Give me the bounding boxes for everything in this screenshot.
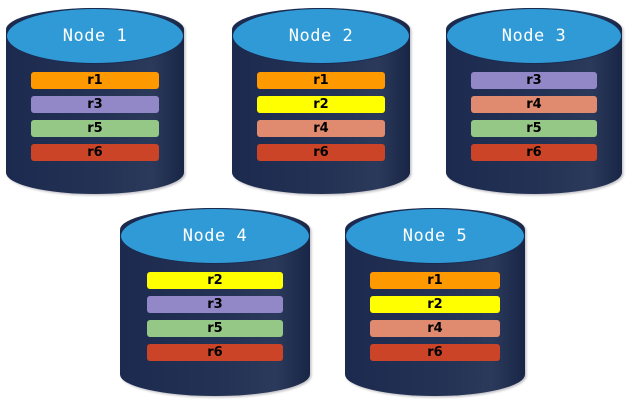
- replica-bar-list: r2 r3 r5 r6: [120, 272, 310, 361]
- node-cylinder-4[interactable]: Node 4 r2 r3 r5 r6: [120, 208, 310, 396]
- replica-bar[interactable]: r2: [256, 96, 386, 113]
- replica-bar-label: r6: [87, 145, 103, 160]
- node-label: Node 2: [288, 26, 354, 46]
- node-cylinder-2[interactable]: Node 2 r1 r2 r4 r6: [232, 8, 410, 194]
- replica-bar-label: r3: [526, 73, 542, 88]
- replica-bar-list: r3 r4 r5 r6: [446, 72, 622, 161]
- node-top-ellipse: Node 4: [120, 208, 310, 264]
- replica-bar-list: r1 r3 r5 r6: [6, 72, 184, 161]
- replica-bar[interactable]: r4: [256, 120, 386, 137]
- replica-bar-label: r2: [427, 297, 443, 312]
- replica-bar-list: r1 r2 r4 r6: [232, 72, 410, 161]
- replica-bar[interactable]: r4: [370, 320, 500, 337]
- replica-bar[interactable]: r6: [30, 144, 160, 161]
- replica-bar-label: r3: [87, 97, 103, 112]
- replica-bar-label: r1: [427, 273, 443, 288]
- replica-bar-label: r1: [87, 73, 103, 88]
- node-label: Node 3: [501, 26, 567, 46]
- replica-bar[interactable]: r6: [146, 344, 284, 361]
- replica-bar-label: r4: [313, 121, 329, 136]
- replica-bar[interactable]: r3: [146, 296, 284, 313]
- node-label: Node 5: [402, 226, 468, 246]
- replica-bar[interactable]: r4: [470, 96, 598, 113]
- replica-bar[interactable]: r2: [370, 296, 500, 313]
- replica-bar-list: r1 r2 r4 r6: [345, 272, 525, 361]
- replica-bar[interactable]: r6: [470, 144, 598, 161]
- replica-bar-label: r1: [313, 73, 329, 88]
- replica-bar[interactable]: r5: [146, 320, 284, 337]
- replica-bar-label: r4: [427, 321, 443, 336]
- node-label: Node 1: [62, 26, 128, 46]
- replica-bar-label: r6: [207, 345, 223, 360]
- replica-bar[interactable]: r1: [256, 72, 386, 89]
- node-top-ellipse: Node 3: [446, 8, 622, 64]
- replica-bar[interactable]: r2: [146, 272, 284, 289]
- replica-bar-label: r3: [207, 297, 223, 312]
- replica-bar[interactable]: r6: [370, 344, 500, 361]
- replica-bar[interactable]: r1: [370, 272, 500, 289]
- node-cylinder-3[interactable]: Node 3 r3 r4 r5 r6: [446, 8, 622, 194]
- replica-bar[interactable]: r3: [470, 72, 598, 89]
- node-top-ellipse: Node 5: [345, 208, 525, 264]
- node-label: Node 4: [182, 226, 248, 246]
- replica-bar-label: r6: [427, 345, 443, 360]
- replica-bar[interactable]: r5: [470, 120, 598, 137]
- replica-bar[interactable]: r1: [30, 72, 160, 89]
- replica-bar-label: r6: [526, 145, 542, 160]
- replica-bar-label: r4: [526, 97, 542, 112]
- replica-bar-label: r5: [526, 121, 542, 136]
- replica-bar-label: r6: [313, 145, 329, 160]
- node-cylinder-5[interactable]: Node 5 r1 r2 r4 r6: [345, 208, 525, 396]
- replica-bar[interactable]: r6: [256, 144, 386, 161]
- replica-bar-label: r2: [313, 97, 329, 112]
- replica-bar-label: r5: [207, 321, 223, 336]
- node-cylinder-1[interactable]: Node 1 r1 r3 r5 r6: [6, 8, 184, 194]
- replica-bar[interactable]: r5: [30, 120, 160, 137]
- replica-bar-label: r5: [87, 121, 103, 136]
- node-top-ellipse: Node 2: [232, 8, 410, 64]
- replica-bar[interactable]: r3: [30, 96, 160, 113]
- node-top-ellipse: Node 1: [6, 8, 184, 64]
- replica-bar-label: r2: [207, 273, 223, 288]
